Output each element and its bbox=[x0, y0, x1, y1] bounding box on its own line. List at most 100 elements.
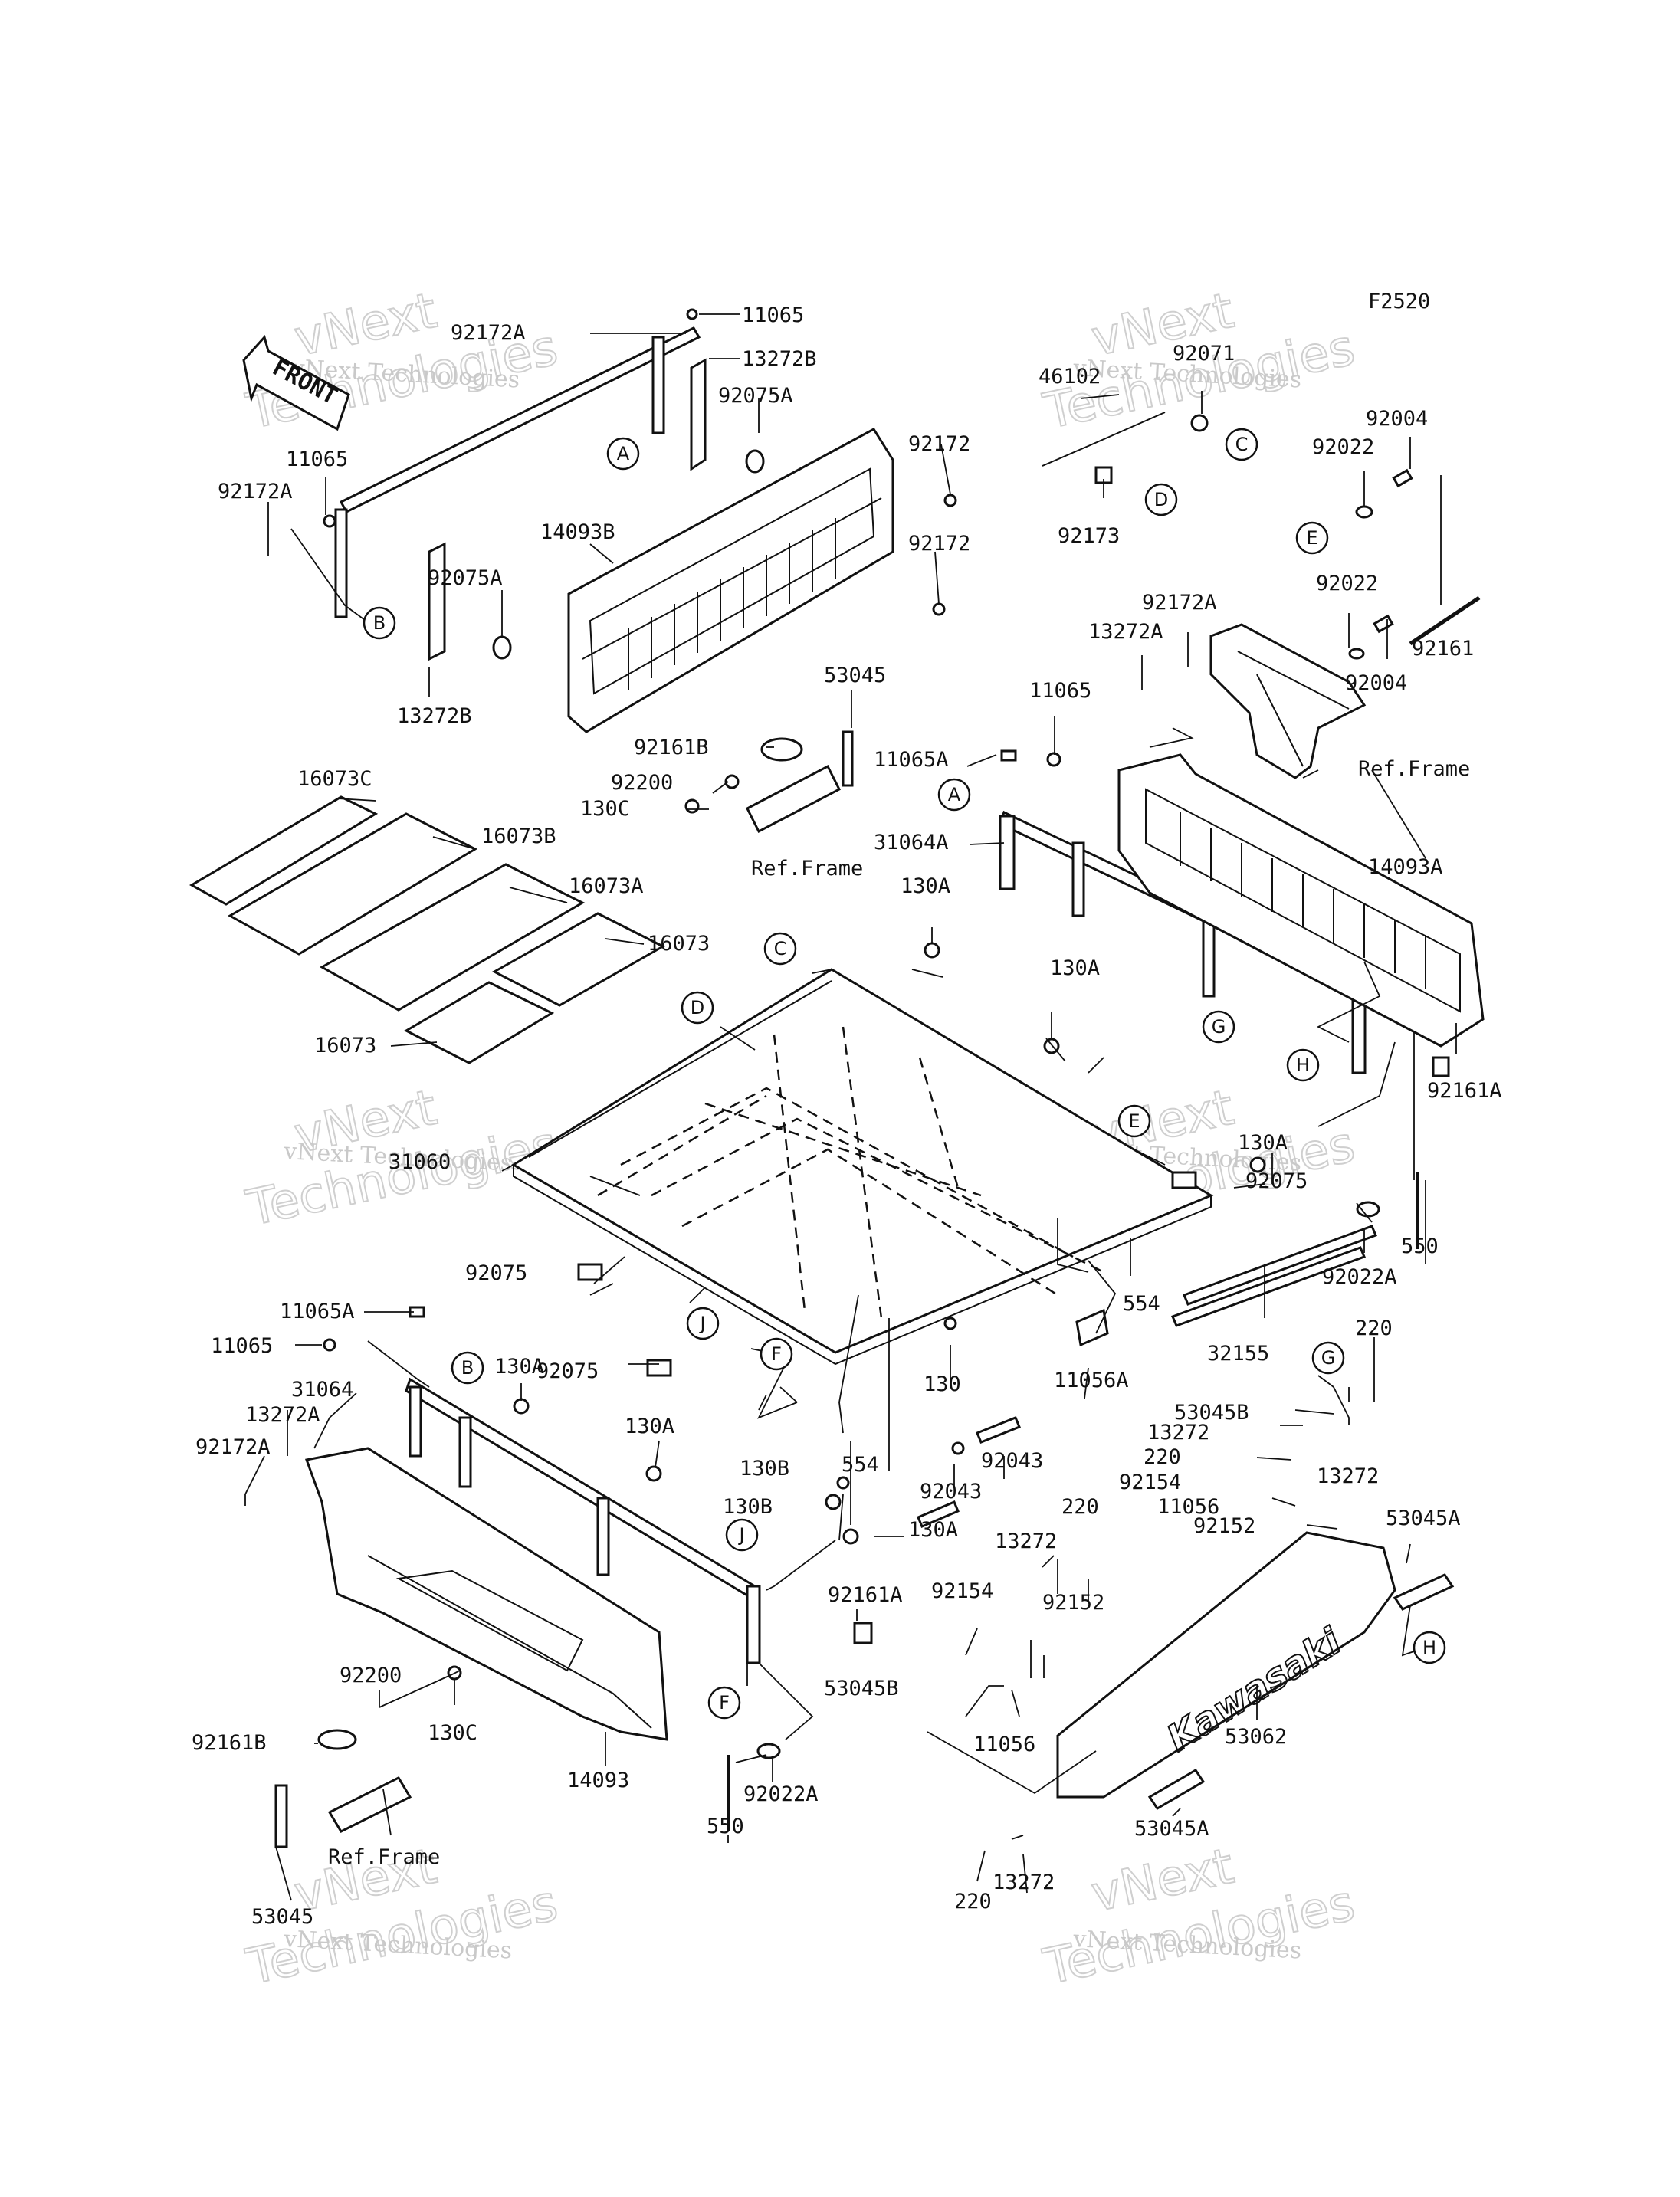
part-label: 14093 bbox=[567, 1769, 629, 1792]
svg-text:A: A bbox=[617, 443, 630, 464]
svg-text:C: C bbox=[774, 938, 787, 959]
floor-mats bbox=[189, 795, 666, 1064]
svg-text:D: D bbox=[1154, 489, 1168, 510]
cargo-bed-floor bbox=[511, 968, 1214, 1366]
part-label: 130C bbox=[428, 1721, 477, 1745]
part-label: 16073A bbox=[569, 874, 644, 898]
part-label: 13272B bbox=[742, 347, 817, 371]
part-label: 92161A bbox=[828, 1583, 903, 1607]
callout-e: E bbox=[1295, 521, 1329, 555]
svg-text:D: D bbox=[691, 997, 704, 1018]
part-label: 92152 bbox=[1042, 1591, 1104, 1615]
part-label: 92152 bbox=[1193, 1514, 1255, 1538]
frame-bracket bbox=[1209, 623, 1367, 779]
part-label: 16073B bbox=[481, 825, 556, 848]
part-label: 16073 bbox=[648, 932, 710, 956]
callout-h: H bbox=[1413, 1631, 1446, 1664]
ref-frame-label: Ref.Frame bbox=[1358, 757, 1470, 781]
front-gate-14093B bbox=[567, 428, 894, 733]
part-label: 92154 bbox=[931, 1579, 993, 1603]
part-label: 92022 bbox=[1316, 572, 1378, 595]
part-label: 11065 bbox=[1029, 679, 1091, 703]
svg-text:B: B bbox=[461, 1357, 474, 1379]
part-label: 31064 bbox=[291, 1378, 353, 1402]
part-label: 13272A bbox=[245, 1403, 320, 1427]
part-label: 13272B bbox=[397, 704, 472, 728]
part-label: 220 bbox=[1144, 1445, 1181, 1469]
callout-j: J bbox=[725, 1518, 759, 1552]
part-label: 130A bbox=[1238, 1131, 1288, 1155]
rod-92161 bbox=[1348, 468, 1481, 660]
svg-text:E: E bbox=[1306, 527, 1317, 549]
part-label: 92161A bbox=[1427, 1079, 1502, 1103]
part-label: 92200 bbox=[611, 771, 673, 795]
part-label: 92172A bbox=[218, 480, 293, 503]
callout-b: B bbox=[451, 1351, 484, 1385]
svg-text:E: E bbox=[1128, 1110, 1140, 1132]
part-label: 13272 bbox=[1317, 1464, 1379, 1488]
part-label: 11056A bbox=[1054, 1369, 1129, 1392]
part-label: 16073C bbox=[297, 767, 372, 791]
part-label: 92154 bbox=[1119, 1471, 1181, 1494]
part-label: 11065A bbox=[280, 1300, 355, 1323]
cable-46102 bbox=[1042, 412, 1209, 484]
part-label: 92161 bbox=[1412, 637, 1474, 661]
part-label: 11065 bbox=[211, 1334, 273, 1358]
part-label: 14093B bbox=[540, 520, 615, 544]
part-label: 92071 bbox=[1173, 342, 1235, 366]
part-label: 92075 bbox=[1245, 1169, 1308, 1193]
part-label: 92172A bbox=[1142, 591, 1217, 615]
tailgate-53062: Kawasaki bbox=[1056, 1531, 1455, 1811]
part-label: 554 bbox=[1123, 1292, 1160, 1316]
part-label: 13272A bbox=[1088, 620, 1163, 644]
part-label: 53045B bbox=[1174, 1401, 1249, 1425]
part-label: 550 bbox=[707, 1815, 744, 1838]
part-label: 46102 bbox=[1039, 365, 1101, 389]
part-labels: 92172A 11065 13272B 92075A 92172 14093B … bbox=[192, 303, 1502, 1929]
part-label: 220 bbox=[954, 1890, 992, 1913]
svg-text:F: F bbox=[771, 1343, 782, 1365]
left-gate-14093 bbox=[304, 1447, 668, 1741]
callout-j: J bbox=[686, 1307, 720, 1340]
part-label: 92172 bbox=[908, 432, 970, 456]
leader-lines bbox=[244, 313, 1457, 1901]
part-label: 13272 bbox=[1147, 1421, 1209, 1444]
svg-text:H: H bbox=[1422, 1637, 1436, 1658]
callout-f: F bbox=[707, 1686, 741, 1720]
svg-text:B: B bbox=[373, 612, 386, 634]
part-label: 92043 bbox=[920, 1480, 982, 1503]
part-label: 130A bbox=[908, 1518, 958, 1542]
part-label: 130A bbox=[625, 1415, 674, 1438]
callout-a: A bbox=[937, 778, 971, 812]
part-label: 11065 bbox=[286, 448, 348, 471]
part-label: 92022A bbox=[1322, 1265, 1397, 1289]
part-label: 92075A bbox=[718, 384, 793, 408]
part-label: 92022A bbox=[743, 1782, 819, 1806]
part-label: 11056 bbox=[973, 1733, 1035, 1756]
svg-text:H: H bbox=[1296, 1054, 1310, 1076]
part-label: 13272 bbox=[995, 1530, 1057, 1553]
right-gate-14093A bbox=[1117, 753, 1485, 1048]
part-label: 31064A bbox=[874, 831, 949, 854]
part-label: 53045 bbox=[824, 664, 886, 687]
part-label: 92161B bbox=[634, 736, 709, 759]
part-label: 53045 bbox=[251, 1905, 313, 1929]
callout-h: H bbox=[1286, 1048, 1320, 1082]
part-label: 92172A bbox=[451, 321, 526, 345]
callout-b: B bbox=[363, 606, 396, 640]
left-latch bbox=[274, 1665, 462, 1848]
front-rail-assembly bbox=[334, 326, 765, 661]
part-label: 130A bbox=[901, 874, 950, 898]
part-label: 53062 bbox=[1225, 1725, 1287, 1749]
rail-post bbox=[334, 508, 348, 618]
part-label: 92075A bbox=[428, 566, 503, 590]
svg-text:F: F bbox=[719, 1692, 730, 1713]
part-label: 92173 bbox=[1058, 524, 1120, 548]
callout-g: G bbox=[1202, 1010, 1235, 1044]
part-label: 11056 bbox=[1157, 1495, 1219, 1519]
part-label: 31060 bbox=[389, 1150, 451, 1174]
callout-d: D bbox=[1144, 483, 1178, 516]
part-label: 92004 bbox=[1345, 671, 1407, 695]
part-label: 550 bbox=[1401, 1235, 1439, 1258]
callout-e: E bbox=[1117, 1104, 1151, 1138]
